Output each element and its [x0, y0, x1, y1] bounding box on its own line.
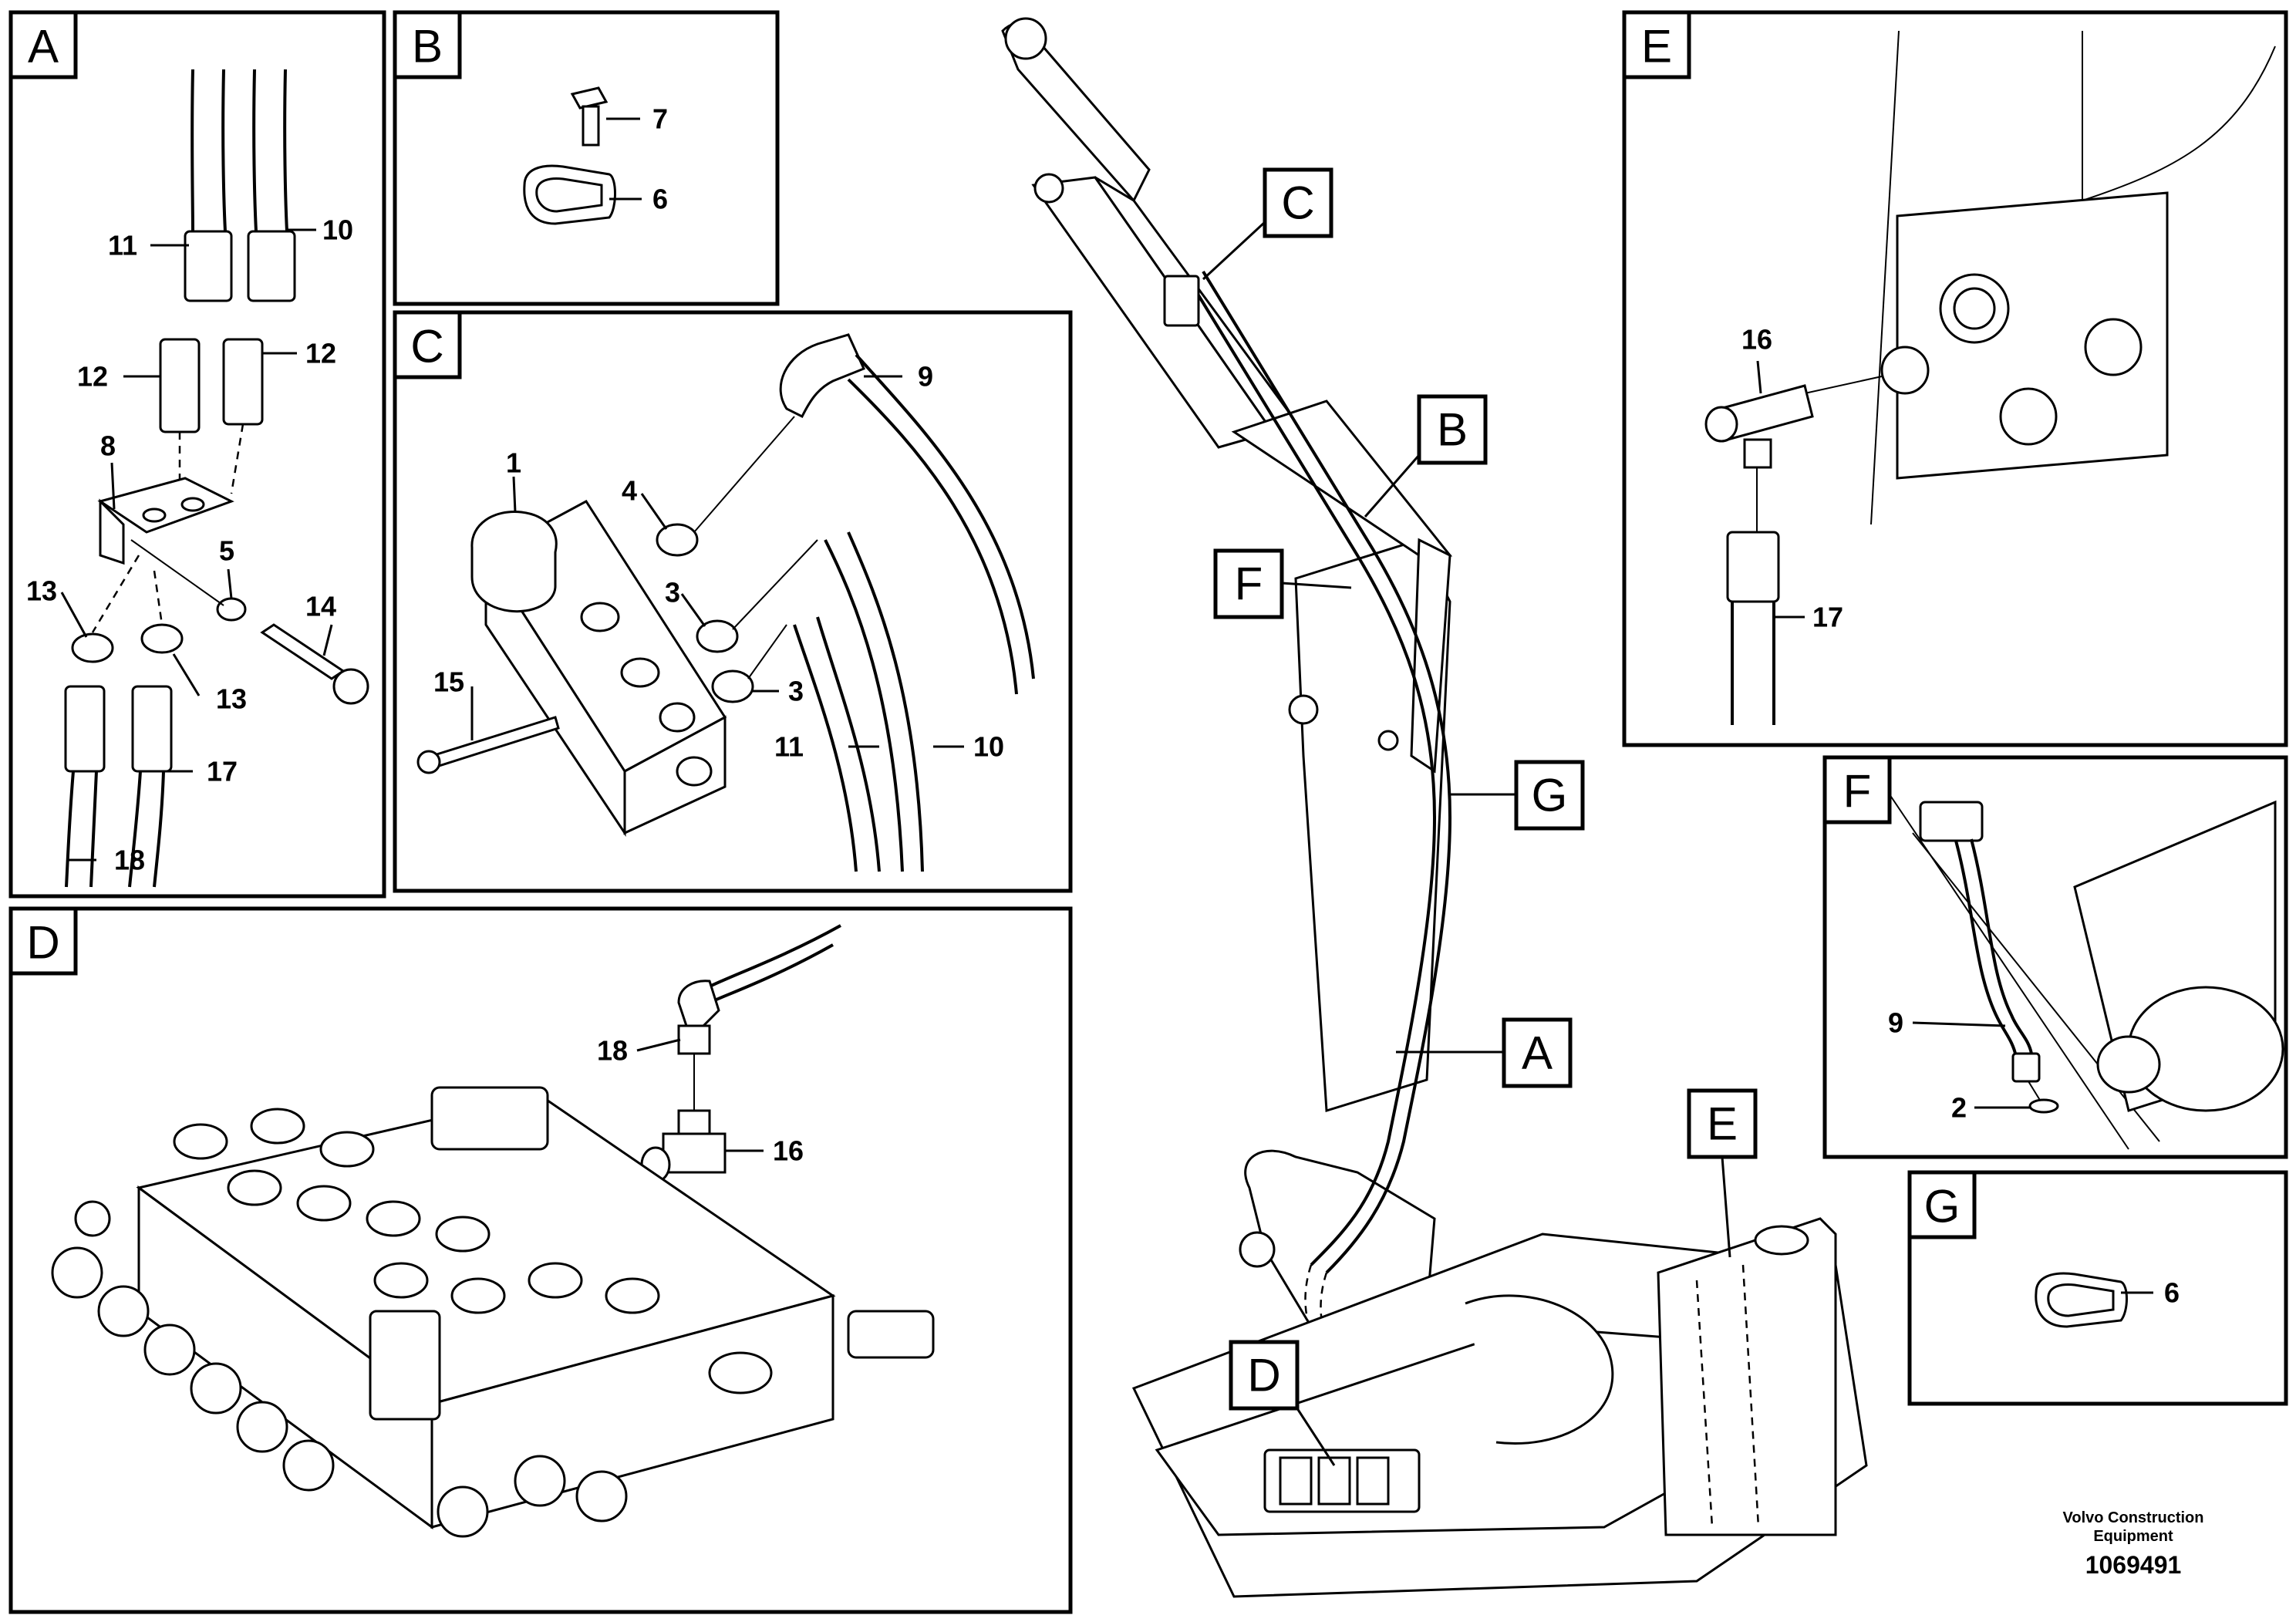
part-number: 15	[433, 666, 464, 698]
part-number: 12	[77, 361, 108, 393]
part-number: 17	[207, 756, 238, 787]
detail-panel-b: B 7 6	[393, 10, 780, 306]
detail-panel-g: G 6	[1907, 1170, 2288, 1406]
part-number: 16	[1741, 324, 1772, 356]
detail-label-c: C	[410, 321, 443, 373]
part-number: 2	[1951, 1092, 1967, 1124]
part-number: 11	[774, 731, 804, 763]
detail-panel-c: C 9 1 4	[393, 310, 1073, 893]
part-number: 13	[26, 575, 57, 607]
overview-callout-d: D	[1247, 1350, 1280, 1401]
detail-label-d: D	[26, 917, 59, 969]
detail-panel-d: D	[8, 906, 1073, 1614]
overview-callout-g: G	[1532, 770, 1568, 821]
part-number: 10	[973, 731, 1004, 763]
part-number: 16	[773, 1135, 804, 1167]
part-number: 6	[652, 184, 668, 215]
part-number: 6	[2164, 1277, 2180, 1309]
part-number: 9	[1888, 1007, 1903, 1039]
company-name-line1: Volvo Construction	[2063, 1509, 2204, 1526]
overview-callout-a: A	[1522, 1027, 1553, 1079]
detail-label-a: A	[28, 21, 59, 73]
detail-label-f: F	[1843, 766, 1872, 818]
detail-label-g: G	[1924, 1181, 1961, 1233]
part-number: 3	[665, 577, 680, 609]
detail-label-b: B	[412, 21, 443, 73]
part-number: 11	[108, 230, 137, 261]
part-number: 4	[622, 475, 637, 507]
part-number: 18	[114, 845, 145, 876]
part-number: 7	[652, 103, 668, 135]
part-number: 17	[1812, 602, 1843, 633]
part-number: 10	[322, 214, 353, 246]
part-number: 13	[216, 683, 247, 715]
detail-panel-a: A	[8, 10, 386, 899]
overview-callout-b: B	[1437, 404, 1468, 456]
document-number: 1069491	[2085, 1551, 2182, 1579]
overview-callout-e: E	[1707, 1098, 1738, 1150]
part-number: 12	[305, 338, 336, 369]
part-number: 3	[788, 676, 804, 707]
part-number: 18	[597, 1035, 628, 1067]
part-number: 9	[918, 361, 933, 393]
company-name-line2: Equipment	[2093, 1528, 2173, 1545]
overview-callout-c: C	[1281, 177, 1314, 229]
part-number: 1	[506, 447, 521, 479]
detail-panel-f: F 9 2	[1822, 755, 2288, 1159]
part-number: 5	[219, 535, 234, 567]
footer-brand: Volvo Construction Equipment 1069491	[2063, 1509, 2204, 1579]
part-number: 14	[305, 591, 336, 622]
excavator-overview: C B F G A E D	[1001, 17, 1868, 1598]
detail-panel-e: E 16 17	[1622, 10, 2288, 747]
overview-callout-f: F	[1235, 558, 1263, 610]
part-number: 8	[100, 430, 116, 462]
detail-label-e: E	[1641, 21, 1672, 73]
